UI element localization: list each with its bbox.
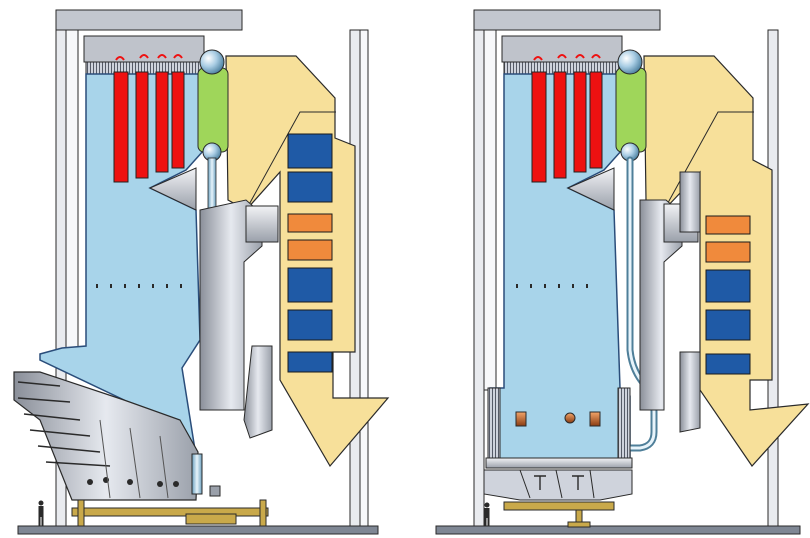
left-penthouse bbox=[83, 35, 205, 63]
right-person-scale-icon bbox=[484, 502, 490, 526]
left-furnace-nose bbox=[148, 167, 197, 211]
left-platen-2 bbox=[135, 71, 149, 179]
right-penthouse bbox=[501, 35, 623, 63]
left-platen-3 bbox=[155, 71, 169, 173]
left-burner-dividers bbox=[99, 419, 169, 499]
right-observation-ports bbox=[516, 284, 588, 288]
left-platen-hangers bbox=[115, 54, 183, 61]
right-support-foot bbox=[567, 521, 591, 528]
right-windbox-hoppers bbox=[483, 469, 633, 501]
left-economizer-bank-1 bbox=[287, 133, 333, 169]
left-burner-port bbox=[157, 481, 163, 487]
right-steam-drum-top bbox=[617, 49, 643, 75]
right-reheater-bank-1 bbox=[705, 215, 751, 235]
left-burner-port bbox=[127, 479, 133, 485]
right-boiler bbox=[435, 9, 810, 535]
left-economizer-bank-3 bbox=[287, 267, 333, 303]
right-support-frame bbox=[503, 501, 615, 528]
left-burner-port bbox=[173, 481, 179, 487]
left-platen-4 bbox=[171, 71, 185, 169]
left-platen-1 bbox=[113, 71, 129, 183]
right-bottom-burners bbox=[515, 411, 601, 427]
right-gray-duct bbox=[639, 199, 683, 411]
left-support-frame bbox=[71, 499, 269, 527]
left-flue-inner-wall bbox=[245, 111, 336, 211]
left-burner-port bbox=[87, 479, 93, 485]
left-superheater-platens bbox=[113, 54, 185, 183]
left-reheater-bank-1 bbox=[287, 213, 333, 233]
left-roof bbox=[55, 9, 243, 31]
right-platen-1 bbox=[531, 71, 547, 183]
right-column-outer bbox=[473, 29, 485, 527]
right-drum-column bbox=[615, 67, 647, 153]
left-flue-pass bbox=[225, 55, 390, 468]
right-platen-3 bbox=[573, 71, 587, 173]
left-heat-exchanger-stack bbox=[287, 133, 333, 373]
left-support-beam bbox=[71, 507, 269, 517]
left-economizer-bank-4 bbox=[287, 309, 333, 341]
left-gray-duct-lower bbox=[243, 345, 273, 439]
left-ash-box bbox=[209, 485, 221, 497]
right-burner-tees bbox=[534, 475, 584, 490]
left-duct-flange bbox=[245, 205, 279, 243]
left-gray-duct bbox=[199, 199, 263, 411]
left-economizer-bank-5 bbox=[287, 351, 333, 373]
right-furnace-nose bbox=[566, 167, 615, 211]
right-economizer-bank-1 bbox=[705, 269, 751, 303]
left-person-scale-icon bbox=[38, 500, 44, 526]
left-boiler bbox=[13, 9, 390, 535]
left-support-post bbox=[77, 499, 85, 527]
right-furnace-floor bbox=[485, 457, 633, 469]
right-economizer-bank-3 bbox=[705, 353, 751, 375]
left-ash-pipe bbox=[191, 453, 203, 495]
right-hopper-dividers bbox=[519, 469, 595, 499]
right-burner-round bbox=[564, 412, 576, 424]
left-drum-column bbox=[197, 67, 229, 153]
right-column-inner bbox=[483, 29, 497, 391]
left-economizer-bank-2 bbox=[287, 171, 333, 203]
left-steam-drum-top bbox=[199, 49, 225, 75]
right-lower-furnace-walls bbox=[487, 387, 501, 463]
right-superheater-platens bbox=[531, 54, 603, 183]
right-support-beam bbox=[503, 501, 615, 511]
left-column-right2 bbox=[359, 29, 369, 527]
right-reheater-bank-2 bbox=[705, 241, 751, 263]
right-gray-duct-lower bbox=[679, 351, 701, 433]
right-heat-exchanger-stack bbox=[705, 215, 751, 375]
right-ground-slab bbox=[435, 525, 801, 535]
right-burner bbox=[515, 411, 527, 427]
left-burner-rows bbox=[17, 381, 111, 467]
right-economizer-bank-2 bbox=[705, 309, 751, 341]
right-side-box bbox=[679, 171, 701, 233]
left-observation-ports bbox=[96, 284, 182, 288]
left-support-post bbox=[259, 499, 267, 527]
left-reheater-bank-2 bbox=[287, 239, 333, 261]
right-platen-2 bbox=[553, 71, 567, 179]
left-burner-ports bbox=[87, 477, 179, 487]
left-ground-slab bbox=[17, 525, 379, 535]
left-column-inner bbox=[65, 29, 79, 361]
right-platen-4 bbox=[589, 71, 603, 169]
right-burner bbox=[589, 411, 601, 427]
right-lower-furnace-walls-r bbox=[617, 387, 631, 463]
right-roof bbox=[473, 9, 661, 31]
left-support-block bbox=[185, 513, 237, 525]
right-platen-hangers bbox=[533, 54, 601, 61]
